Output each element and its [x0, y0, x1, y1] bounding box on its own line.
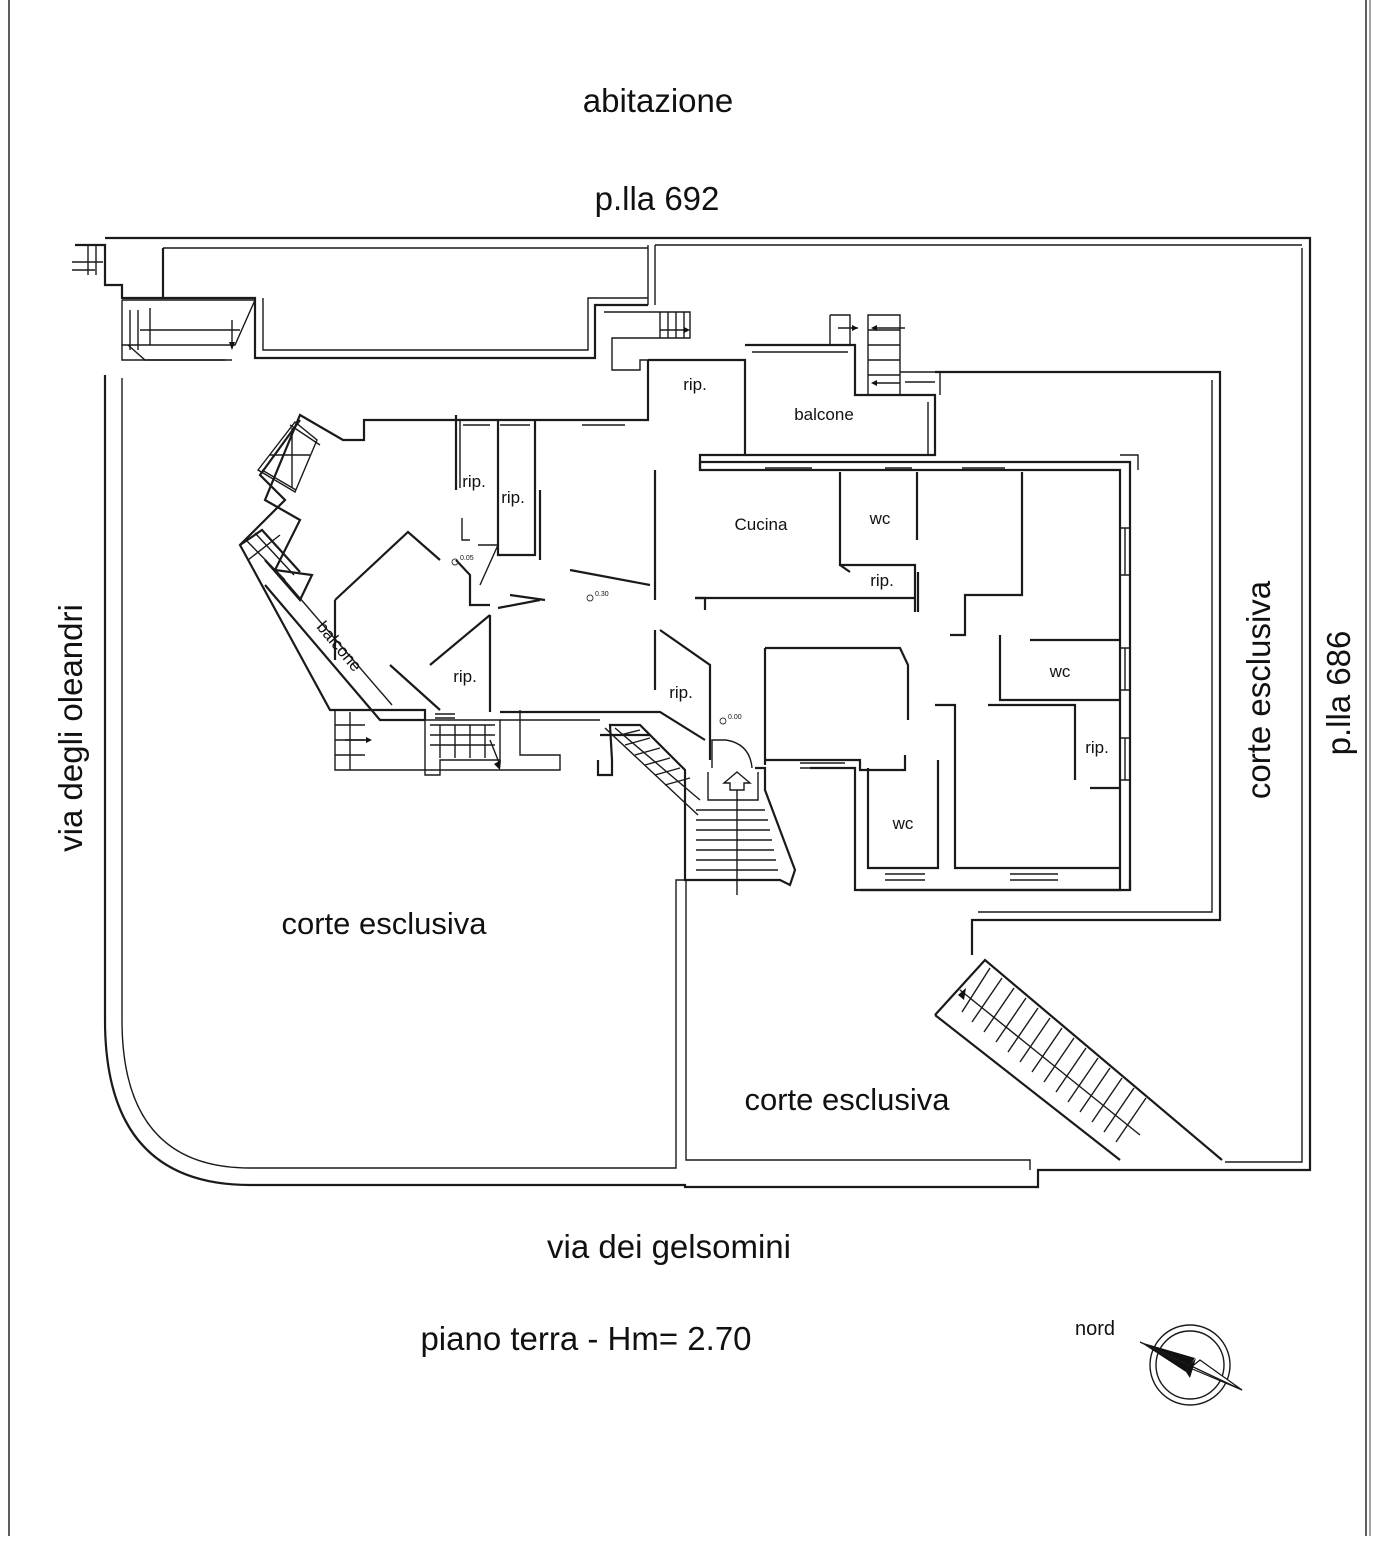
label-court-right: corte esclusiva — [1240, 580, 1277, 799]
property-boundary — [103, 236, 1312, 1189]
room-rip-left-b: rip. — [501, 488, 525, 507]
house-outline — [263, 343, 1132, 892]
room-rip-right: rip. — [1085, 738, 1109, 757]
entrance-arrow-icon — [722, 771, 752, 791]
label-bottom-street: via dei gelsomini — [547, 1228, 791, 1265]
room-wc-top: wc — [869, 509, 891, 528]
left-wing — [238, 419, 541, 722]
level-label-a: 0.05 — [460, 555, 474, 562]
room-rip-top: rip. — [683, 375, 707, 394]
north-arrow-icon — [1139, 1324, 1243, 1406]
label-left-street: via degli oleandri — [52, 604, 89, 852]
stair-entrance — [596, 723, 797, 895]
room-rip-mid: rip. — [870, 571, 894, 590]
room-rip-left-a: rip. — [462, 472, 486, 491]
room-balcone-top: balcone — [794, 405, 854, 424]
stair-top-middle — [604, 311, 691, 371]
interior-walls — [454, 415, 1120, 870]
level-markers: 0.05 0.30 0.00 — [451, 555, 742, 725]
room-balcone-left: balcone — [313, 618, 366, 676]
stair-bottom-right — [934, 958, 1223, 1161]
label-top-building: abitazione — [583, 82, 733, 119]
stair-top-left — [72, 243, 648, 361]
level-marker-b — [586, 594, 594, 602]
room-cucina: Cucina — [735, 515, 788, 534]
label-court-left: corte esclusiva — [281, 906, 487, 941]
north-label: nord — [1075, 1318, 1115, 1340]
door-swing-icon — [725, 739, 753, 769]
room-rip-center: rip. — [669, 683, 693, 702]
room-rip-lower-left: rip. — [453, 667, 477, 686]
stair-balcone — [829, 314, 941, 396]
level-label-c: 0.00 — [728, 714, 742, 721]
level-label-b: 0.30 — [595, 591, 609, 598]
room-wc-bottom: wc — [892, 814, 914, 833]
label-top-parcel: p.lla 692 — [595, 180, 720, 217]
stair-lower-left — [334, 710, 706, 776]
room-wc-right: wc — [1049, 662, 1071, 681]
level-marker-a — [451, 558, 459, 566]
level-marker-c — [719, 717, 727, 725]
right-court-wall — [935, 370, 1222, 955]
label-right-parcel: p.lla 686 — [1320, 631, 1357, 756]
windows — [435, 419, 1139, 881]
floor-title: piano terra - Hm= 2.70 — [420, 1320, 751, 1357]
label-court-bottom: corte esclusiva — [744, 1082, 950, 1117]
